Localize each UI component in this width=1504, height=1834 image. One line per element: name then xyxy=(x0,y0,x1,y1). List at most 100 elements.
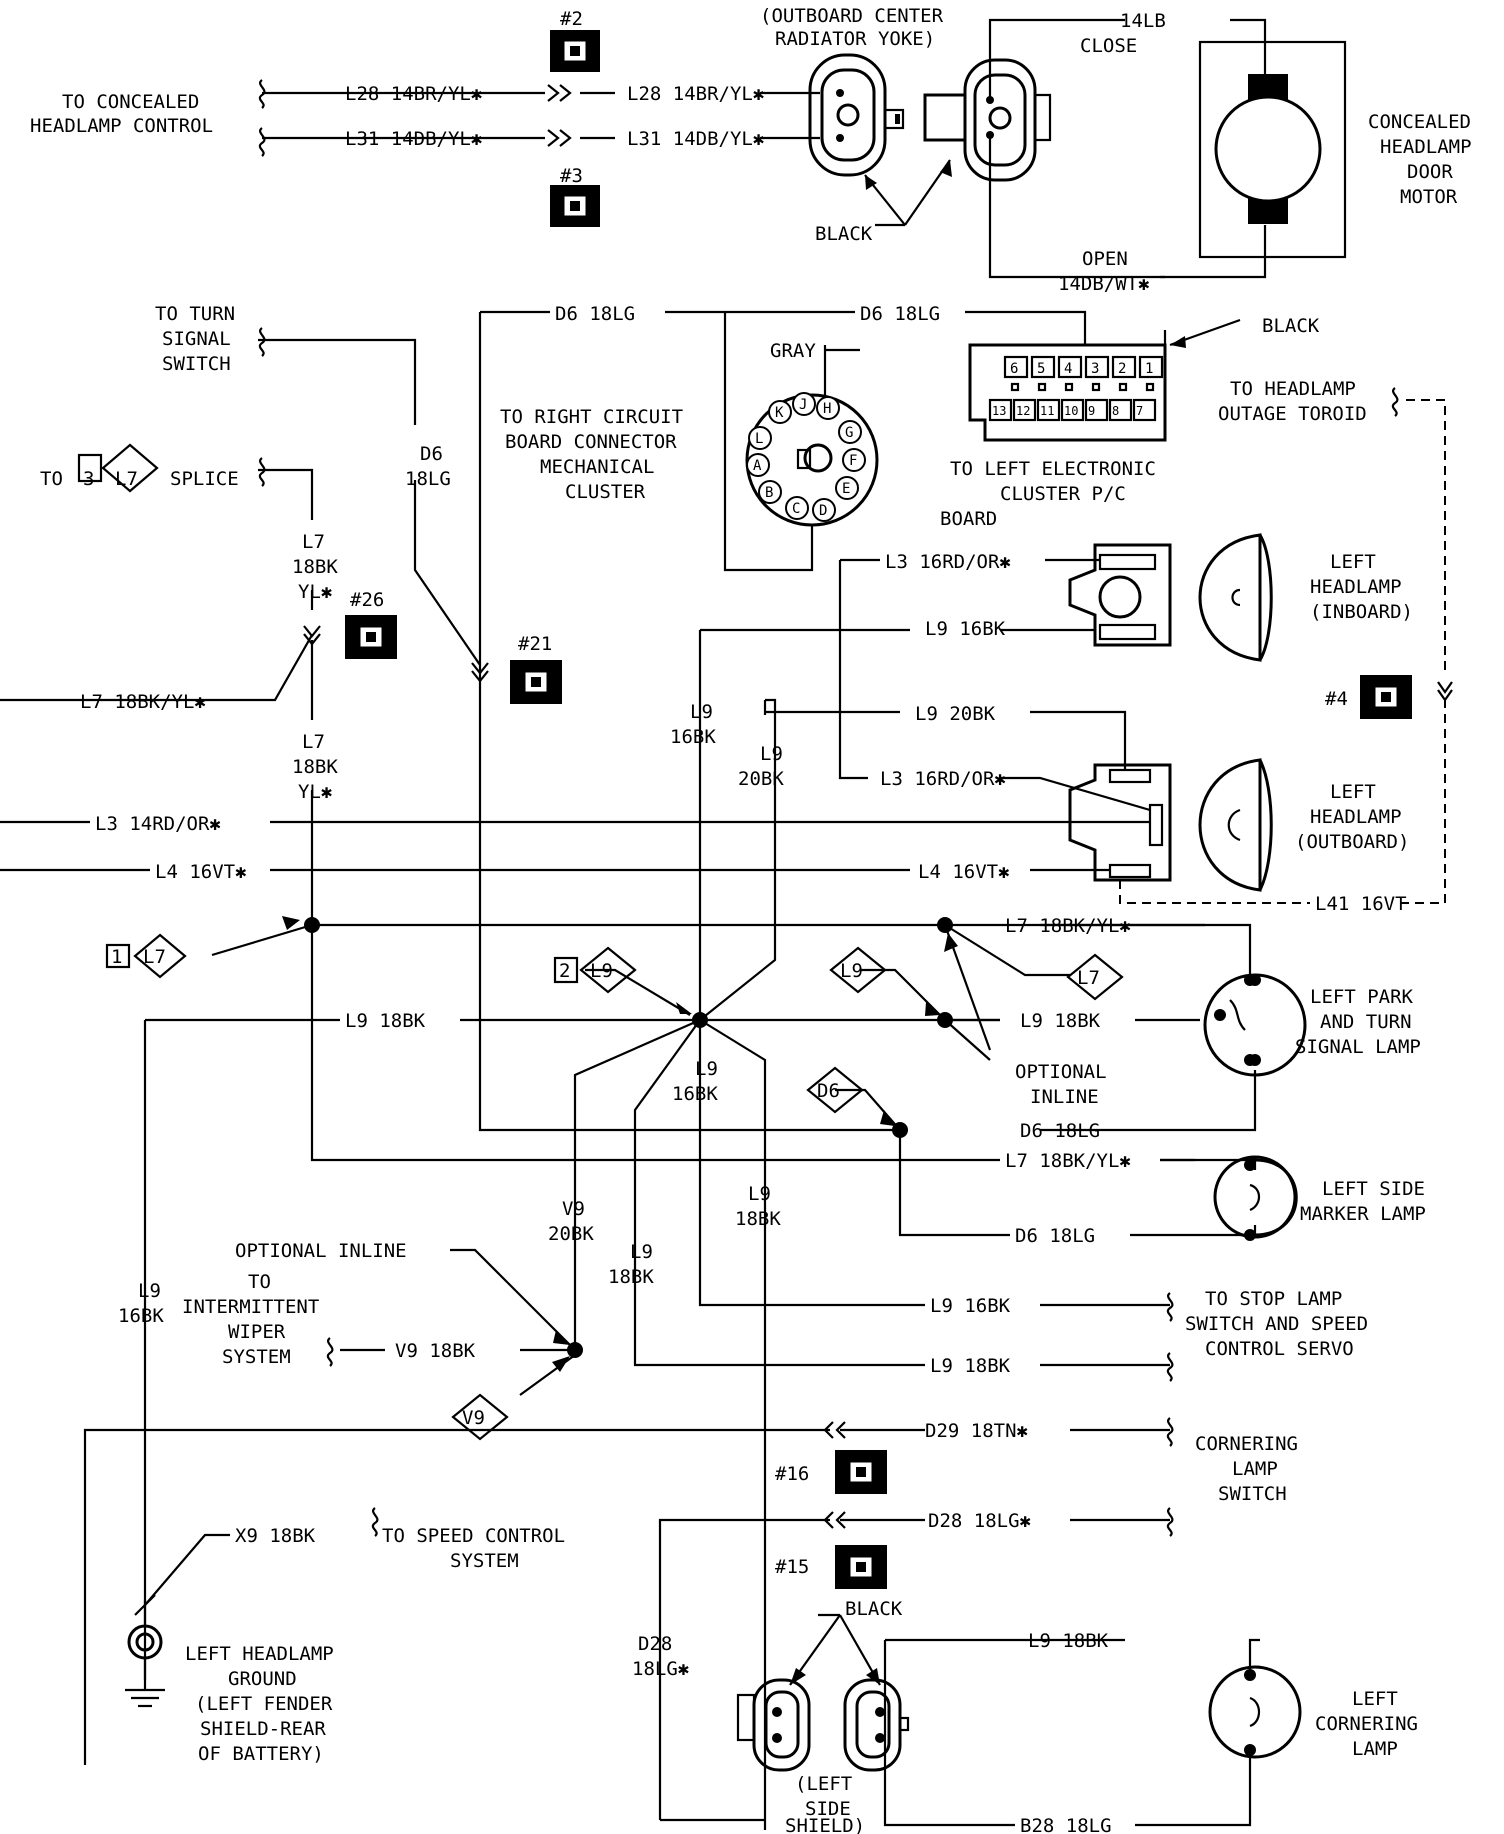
x9: X9 18BK xyxy=(235,1525,316,1547)
l9-v20-1: L9 xyxy=(760,743,783,765)
lh-in-3: (INBOARD) xyxy=(1310,601,1413,623)
connector-16 xyxy=(835,1450,887,1494)
left-ec-3: BOARD xyxy=(940,508,997,530)
top-wires xyxy=(262,18,1267,279)
park-3: SIGNAL LAMP xyxy=(1295,1036,1421,1058)
corner-sw-1: CORNERING xyxy=(1195,1433,1298,1455)
round-pin-label: H xyxy=(823,401,831,417)
pin-bot-label: 9 xyxy=(1088,404,1095,418)
pin-bot-label: 11 xyxy=(1040,404,1054,418)
diamond1-num: 1 xyxy=(111,946,122,968)
motor-2: HEADLAMP xyxy=(1380,136,1472,158)
left-corner-2: CORNERING xyxy=(1315,1713,1418,1735)
diamond-l7 xyxy=(1066,953,1124,1001)
round-pin-label: B xyxy=(765,485,773,501)
wire-l31-right: L31 14DB/YL✱ xyxy=(627,128,764,150)
pin-slot xyxy=(1118,382,1128,392)
ground-3: (LEFT FENDER xyxy=(195,1693,333,1715)
pin-bot-box xyxy=(1036,398,1061,422)
connector-3 xyxy=(550,185,600,227)
rect-connector xyxy=(968,318,1241,442)
l7-right-1: L7 18BK/YL✱ xyxy=(1005,915,1131,937)
wiper-1: TO xyxy=(248,1271,271,1293)
connector-21 xyxy=(510,660,562,704)
conn21-label: #21 xyxy=(518,633,552,655)
ground-2: GROUND xyxy=(228,1668,297,1690)
pin-bot-box xyxy=(1084,398,1109,422)
l9-18bk-v2-1: L9 xyxy=(630,1241,653,1263)
stop-lab-2: SWITCH AND SPEED xyxy=(1185,1313,1368,1335)
conn16-label: #16 xyxy=(775,1463,809,1485)
left-wires xyxy=(0,338,1252,1162)
ground-4: SHIELD-REAR xyxy=(200,1718,326,1740)
round-pin xyxy=(792,392,816,416)
conc-ctrl-2: HEADLAMP CONTROL xyxy=(30,115,213,137)
pin-slot xyxy=(1064,382,1074,392)
left-ec-2: CLUSTER P/C xyxy=(1000,483,1126,505)
opt-inline-2-label: OPTIONAL INLINE xyxy=(235,1240,407,1262)
yoke-line1: (OUTBOARD CENTER xyxy=(760,5,944,27)
v9-18bk: V9 18BK xyxy=(395,1340,476,1362)
pin-bot-label: 8 xyxy=(1112,404,1119,418)
lh-out-2: HEADLAMP xyxy=(1310,806,1402,828)
round-pin-label: E xyxy=(842,481,850,497)
round-pin-label: K xyxy=(775,405,784,421)
pin-bot-label: 12 xyxy=(1016,404,1030,418)
l9-v16-2: 16BK xyxy=(670,726,716,748)
right-cb-4: CLUSTER xyxy=(565,481,646,503)
connector-15 xyxy=(835,1545,887,1589)
round-pin xyxy=(835,476,859,500)
wiper-4: SYSTEM xyxy=(222,1346,291,1368)
speed-ctrl-1: TO SPEED CONTROL xyxy=(382,1525,565,1547)
gray-label: GRAY xyxy=(770,340,816,362)
diamond-1-l7 xyxy=(105,933,187,979)
d29: D29 18TN✱ xyxy=(925,1420,1028,1442)
conn3-label: #3 xyxy=(560,165,583,187)
l9-16bk-left-2: 16BK xyxy=(118,1305,164,1327)
l9-18bk-right: L9 18BK xyxy=(1020,1010,1101,1032)
l7-18bk-yl: L7 18BK/YL✱ xyxy=(80,691,206,713)
pin-bot-label: 10 xyxy=(1064,404,1078,418)
yoke-connector xyxy=(808,53,1052,182)
wire-l31-left: L31 14DB/YL✱ xyxy=(345,128,482,150)
turn-sig-1: TO TURN xyxy=(155,303,235,325)
right-cb-2: BOARD CONNECTOR xyxy=(505,431,677,453)
diamond2-lab: L9 xyxy=(590,960,613,982)
ground-symbol xyxy=(125,1533,230,1708)
corner-connector-right xyxy=(843,1678,910,1772)
l3-16rd-b: L3 16RD/OR✱ xyxy=(880,768,1006,790)
l9-16bk-c-2: 16BK xyxy=(672,1083,718,1105)
squiggles xyxy=(258,79,1399,1537)
diamond-3-l7 xyxy=(77,443,159,493)
opt-inline-2: INLINE xyxy=(1030,1086,1099,1108)
pin-top-label: 3 xyxy=(1091,361,1099,377)
l7-a-3: YL✱ xyxy=(298,581,332,603)
cornering-lamp xyxy=(1208,1665,1302,1759)
pin-top-box xyxy=(1111,355,1137,379)
black-label-3: BLACK xyxy=(845,1598,903,1620)
l9-18bk-corner: L9 18BK xyxy=(1028,1630,1109,1652)
pin-bot-label: 13 xyxy=(992,404,1006,418)
motor-4: MOTOR xyxy=(1400,186,1458,208)
stop-lab-3: CONTROL SERVO xyxy=(1205,1338,1354,1360)
l7-a-1: L7 xyxy=(302,531,325,553)
open-1: OPEN xyxy=(1082,248,1128,270)
conn2-label: #2 xyxy=(560,8,583,30)
l9-18bk-v2-2: 18BK xyxy=(608,1266,654,1288)
stop-lab-1: TO STOP LAMP xyxy=(1205,1288,1342,1310)
toroid-1: TO HEADLAMP xyxy=(1230,378,1356,400)
l9-20bk: L9 20BK xyxy=(915,703,996,725)
labels: (OUTBOARD CENTER RADIATOR YOKE) TO CONCE… xyxy=(30,5,1472,1834)
d28-v-1: D28 xyxy=(638,1633,672,1655)
center-wires xyxy=(143,698,1257,1830)
diamond-l9-lab: L9 xyxy=(840,960,863,982)
diamond-2-l9 xyxy=(553,946,637,994)
stop-l9b: L9 18BK xyxy=(930,1355,1011,1377)
side-shield-2: SIDE xyxy=(805,1798,851,1820)
conn15-label: #15 xyxy=(775,1556,809,1578)
pin-top-label: 5 xyxy=(1037,361,1045,377)
pin-slot xyxy=(1010,382,1020,392)
inboard-lamp xyxy=(1198,533,1273,662)
l7-b-2: 18BK xyxy=(292,756,338,778)
